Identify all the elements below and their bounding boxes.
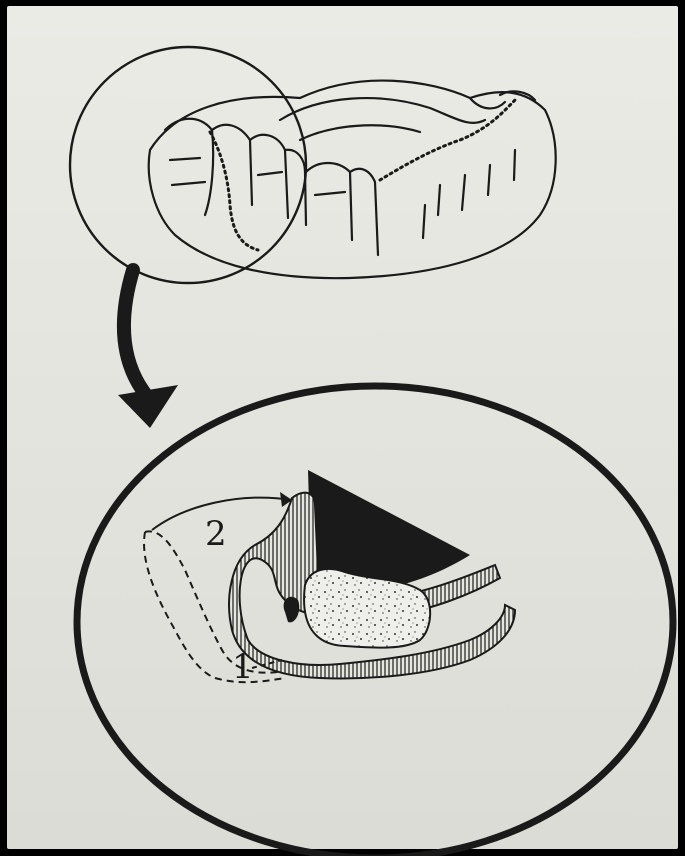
- label-two: 2: [205, 514, 227, 554]
- magnify-circle: [70, 47, 306, 283]
- jaw-sketch: [149, 81, 556, 279]
- cross-section: [144, 470, 515, 682]
- curved-arrow: [118, 270, 178, 428]
- label-one: 1: [232, 647, 254, 687]
